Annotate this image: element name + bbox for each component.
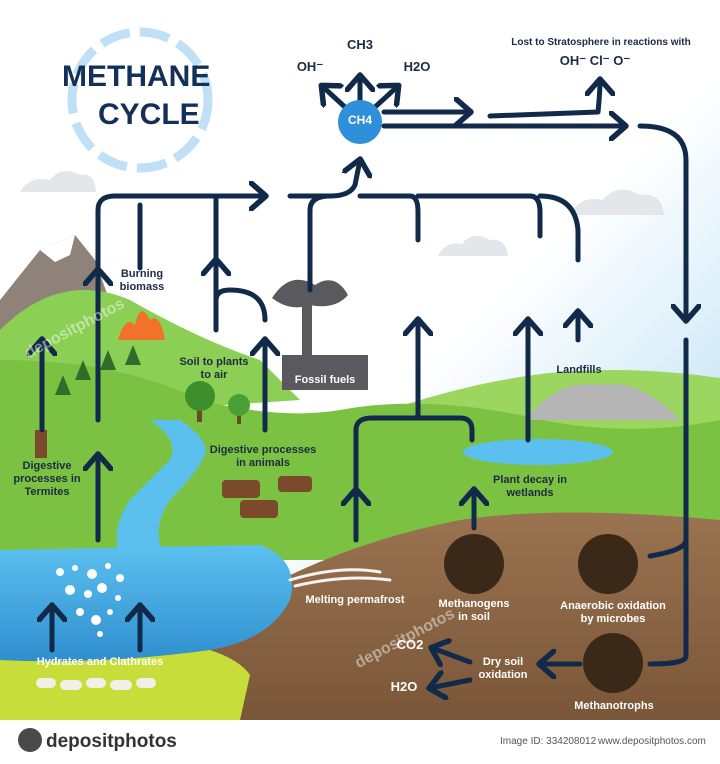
title-ring — [67, 27, 213, 173]
label-animals: Digestive processes in animals — [209, 444, 317, 469]
product-oh: OH⁻ — [296, 59, 324, 74]
label-anaerobic: Anaerobic oxidation by microbes — [560, 600, 666, 625]
stratosphere-text: Lost to Stratosphere in reactions with — [511, 37, 691, 48]
clouds — [20, 171, 664, 256]
landfill-mound — [525, 384, 680, 420]
footer-brand: depositphotos — [46, 731, 177, 752]
stratosphere-ions: OH⁻ Cl⁻ O⁻ — [559, 53, 631, 68]
label-soil-plants: Soil to plants to air — [179, 356, 249, 381]
microbe-circles — [444, 534, 643, 693]
label-dry-soil: Dry soil oxidation — [478, 656, 528, 681]
hydrate-bubbles — [56, 563, 124, 637]
scene-illustration — [0, 0, 720, 720]
factory — [272, 279, 368, 390]
trees — [35, 345, 250, 458]
label-burning-biomass: Burning biomass — [119, 268, 165, 293]
cows — [222, 476, 312, 518]
depositphotos-logo-icon — [18, 728, 42, 752]
title-line-2: CYCLE — [98, 98, 200, 131]
fire — [118, 311, 165, 340]
footer-bar: depositphotos Image ID: 334208012 www.de… — [0, 720, 720, 764]
label-landfills: Landfills — [556, 364, 602, 376]
grassland — [0, 360, 720, 560]
clathrates — [36, 678, 156, 690]
label-methanotrophs: Methanotrophs — [574, 700, 654, 712]
label-fossil-fuels: Fossil fuels — [294, 374, 356, 386]
wetland-pond — [463, 439, 613, 465]
label-termites: Digestive processes in Termites — [13, 460, 81, 498]
river — [116, 420, 206, 555]
label-wetlands: Plant decay in wetlands — [493, 474, 567, 499]
mountain-snow — [40, 235, 75, 262]
flow-arrows — [42, 76, 686, 688]
sink-h2o: H2O — [390, 679, 418, 694]
permafrost-streaks — [288, 568, 392, 588]
label-methanogens: Methanogens in soil — [438, 598, 510, 623]
footer-image-id: Image ID: 334208012 — [500, 736, 597, 747]
label-permafrost: Melting permafrost — [305, 594, 405, 606]
label-hydrates: Hydrates and Clathrates — [36, 656, 164, 668]
title-line-1: METHANE — [62, 60, 211, 93]
product-h2o: H2O — [403, 59, 431, 74]
footer-url: www.depositphotos.com — [598, 736, 706, 747]
sink-co2: CO2 — [396, 637, 424, 652]
ch4-circle — [338, 100, 382, 144]
ch4-label: CH4 — [347, 113, 372, 127]
product-ch3: CH3 — [346, 37, 373, 52]
